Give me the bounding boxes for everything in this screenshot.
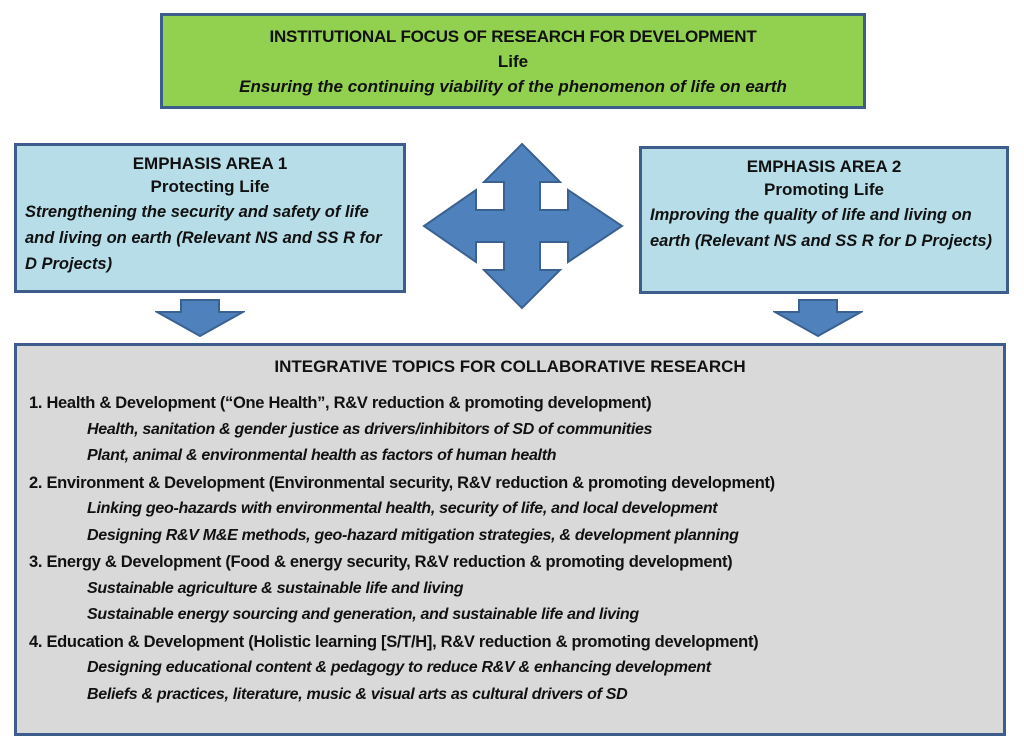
emphasis-area-1-box: EMPHASIS AREA 1 Protecting Life Strength…	[14, 143, 406, 293]
emphasis-area-description: Strengthening the security and safety of…	[25, 203, 382, 273]
focus-description: Ensuring the continuing viability of the…	[239, 77, 787, 96]
topic-heading: 2. Environment & Development (Environmen…	[29, 473, 775, 492]
down-arrow-icon	[773, 299, 863, 338]
topic-item: Sustainable energy sourcing and generati…	[87, 606, 639, 623]
focus-title: INSTITUTIONAL FOCUS OF RESEARCH FOR DEVE…	[269, 27, 757, 46]
integrative-topics-title: INTEGRATIVE TOPICS FOR COLLABORATIVE RES…	[274, 357, 746, 376]
emphasis-area-2-box: EMPHASIS AREA 2 Promoting Life Improving…	[639, 146, 1009, 294]
down-arrow-icon	[155, 299, 245, 338]
topic-heading: 4. Education & Development (Holistic lea…	[29, 632, 759, 651]
emphasis-area-name: Protecting Life	[150, 177, 270, 196]
focus-subtitle: Life	[497, 52, 529, 71]
emphasis-area-heading: EMPHASIS AREA 2	[746, 157, 902, 176]
topic-heading: 1. Health & Development (“One Health”, R…	[29, 394, 652, 412]
topic-item: Beliefs & practices, literature, music &…	[87, 685, 628, 703]
topic-heading: 3. Energy & Development (Food & energy s…	[29, 553, 733, 571]
four-way-arrow-icon	[422, 142, 624, 310]
institutional-focus-box: INSTITUTIONAL FOCUS OF RESEARCH FOR DEVE…	[160, 13, 866, 109]
topic-item: Health, sanitation & gender justice as d…	[87, 420, 653, 438]
topic-item: Plant, animal & environmental health as …	[87, 447, 557, 464]
emphasis-area-description: Improving the quality of life and living…	[650, 206, 992, 250]
topic-item: Designing educational content & pedagogy…	[87, 659, 711, 676]
topic-item: Designing R&V M&E methods, geo-hazard mi…	[87, 526, 739, 544]
topic-item: Sustainable agriculture & sustainable li…	[87, 579, 464, 597]
topic-item: Linking geo-hazards with environmental h…	[87, 500, 718, 517]
emphasis-area-name: Promoting Life	[764, 180, 884, 199]
emphasis-area-heading: EMPHASIS AREA 1	[132, 154, 288, 173]
integrative-topics-box: INTEGRATIVE TOPICS FOR COLLABORATIVE RES…	[14, 343, 1006, 736]
